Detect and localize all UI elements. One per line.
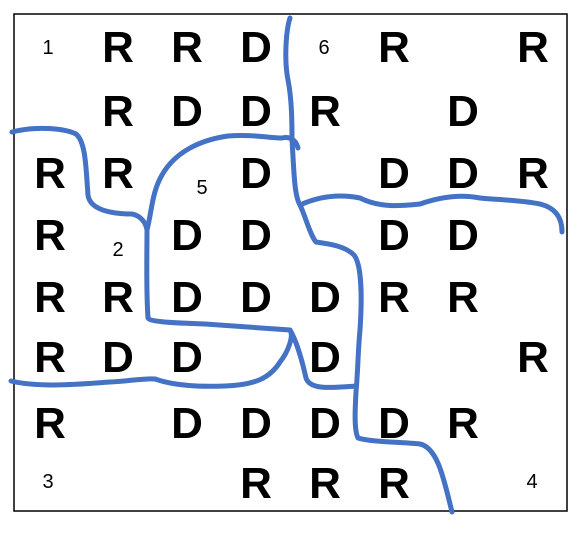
cell-letter-r: R — [102, 23, 134, 72]
cell-letter-r: R — [517, 149, 549, 198]
district-label-3: 3 — [42, 471, 53, 493]
boundary-district-5-top — [144, 132, 301, 233]
cell-letter-r: R — [309, 87, 341, 136]
cell-letter-r: R — [34, 211, 66, 260]
cell-letter-r: R — [309, 459, 341, 508]
cell-letter-r: R — [378, 459, 410, 508]
cell-letter-r: R — [102, 149, 134, 198]
cell-letter-r: R — [34, 399, 66, 448]
district-label-4: 4 — [526, 471, 537, 493]
cell-letter-d: D — [240, 211, 272, 260]
cell-letter-d: D — [309, 273, 341, 322]
cell-letter-r: R — [34, 333, 66, 382]
cell-letter-r: R — [378, 23, 410, 72]
cell-letter-d: D — [240, 23, 272, 72]
cell-letter-d: D — [171, 87, 203, 136]
cell-letter-r: R — [517, 23, 549, 72]
district-label-1: 1 — [42, 37, 53, 59]
cell-letter-d: D — [447, 211, 479, 260]
cell-letter-r: R — [447, 273, 479, 322]
cell-letter-d: D — [240, 273, 272, 322]
cell-letter-d: D — [309, 399, 341, 448]
district-label-5: 5 — [196, 177, 207, 199]
cell-letter-r: R — [34, 149, 66, 198]
boundary-left-bottom — [8, 376, 158, 388]
district-labels: 1 2 3 4 5 6 — [42, 37, 537, 493]
cell-letter-r: R — [447, 399, 479, 448]
boundary-right — [297, 193, 565, 235]
boundary-left-top — [9, 125, 150, 233]
district-label-2: 2 — [112, 239, 123, 261]
cell-letter-d: D — [102, 333, 134, 382]
district-boundaries — [8, 15, 565, 515]
cell-letter-r: R — [171, 23, 203, 72]
cell-letter-d: D — [378, 149, 410, 198]
cell-letter-d: D — [171, 211, 203, 260]
cell-letter-r: R — [34, 273, 66, 322]
cell-letter-r: R — [378, 273, 410, 322]
cell-letter-d: D — [240, 399, 272, 448]
cell-letter-r: R — [517, 333, 549, 382]
cell-letter-d: D — [240, 87, 272, 136]
district-label-6: 6 — [318, 37, 329, 59]
cell-letter-d: D — [378, 211, 410, 260]
cell-letter-d: D — [309, 333, 341, 382]
cell-letter-d: D — [171, 273, 203, 322]
cell-letter-d: D — [447, 149, 479, 198]
cell-letter-d: D — [447, 87, 479, 136]
cell-letter-d: D — [240, 149, 272, 198]
cell-letter-d: D — [171, 333, 203, 382]
boundary-center-vertical — [283, 15, 455, 515]
cell-letter-d: D — [171, 399, 203, 448]
boundary-center-inner — [287, 327, 359, 391]
cell-letter-r: R — [102, 273, 134, 322]
cell-letter-r: R — [240, 459, 272, 508]
cell-letter-r: R — [102, 87, 134, 136]
